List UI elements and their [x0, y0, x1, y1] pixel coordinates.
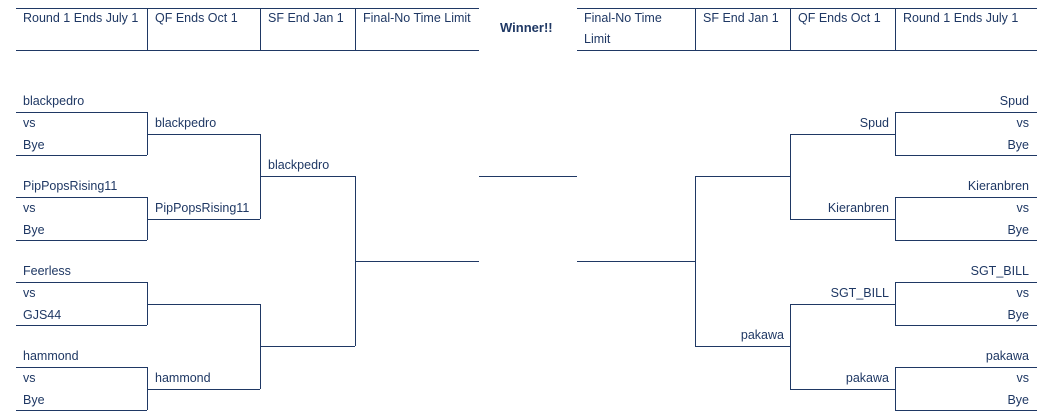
player-name: pakawa — [985, 349, 1029, 363]
qf-winner: SGT_BILL — [830, 286, 889, 300]
vs-label: vs — [23, 116, 36, 130]
player-name: SGT_BILL — [970, 264, 1029, 278]
header-sf-right: SF End Jan 1 — [703, 11, 779, 25]
vs-label: vs — [1016, 116, 1030, 130]
player-name: Spud — [999, 94, 1029, 108]
player-name: Bye — [23, 138, 45, 152]
player-name: hammond — [23, 349, 79, 363]
sf-winner: pakawa — [740, 328, 784, 342]
player-name: Bye — [1007, 393, 1029, 407]
vs-label: vs — [23, 286, 36, 300]
vs-label: vs — [1016, 201, 1030, 215]
vs-label: vs — [23, 201, 36, 215]
vs-label: vs — [1016, 371, 1030, 385]
qf-winner: blackpedro — [155, 116, 217, 130]
sf-winner: blackpedro — [268, 158, 330, 172]
player-name: GJS44 — [23, 308, 62, 322]
qf-winner: Kieranbren — [827, 201, 889, 215]
header-round1-left: Round 1 Ends July 1 — [23, 11, 139, 25]
winner-line — [479, 176, 577, 177]
qf-winner: Spud — [859, 116, 889, 130]
player-name: PipPopsRising11 — [23, 179, 118, 193]
header-sf-left: SF End Jan 1 — [268, 11, 344, 25]
header-round1-right: Round 1 Ends July 1 — [903, 11, 1019, 25]
player-name: Kieranbren — [967, 179, 1029, 193]
player-name: Bye — [1007, 223, 1029, 237]
header-final-right: Final-No Time Limit — [584, 11, 662, 46]
qf-winner: hammond — [155, 371, 211, 385]
header-final-left: Final-No Time Limit — [363, 11, 471, 25]
winner-label: Winner!! — [500, 20, 553, 35]
header-qf-right: QF Ends Oct 1 — [798, 11, 881, 25]
player-name: Bye — [1007, 138, 1029, 152]
header-qf-left: QF Ends Oct 1 — [155, 11, 238, 25]
player-name: Bye — [23, 393, 45, 407]
qf-winner: PipPopsRising11 — [155, 201, 250, 215]
qf-winner: pakawa — [845, 371, 889, 385]
player-name: blackpedro — [23, 94, 85, 108]
vs-label: vs — [1016, 286, 1030, 300]
player-name: Feerless — [23, 264, 71, 278]
player-name: Bye — [1007, 308, 1029, 322]
vs-label: vs — [23, 371, 36, 385]
player-name: Bye — [23, 223, 45, 237]
